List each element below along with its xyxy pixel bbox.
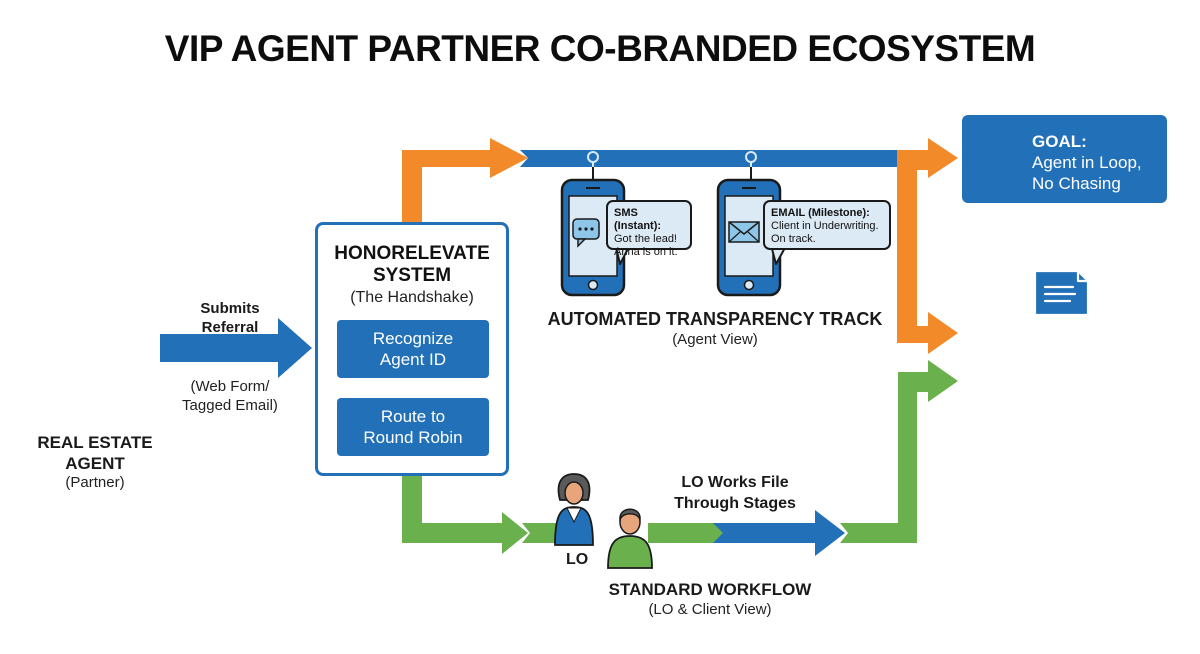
envelope-icon xyxy=(728,221,760,243)
sms-line2: Anna is on it. xyxy=(614,246,678,258)
honorelevate-system-box: HONORELEVATE SYSTEM (The Handshake) Reco… xyxy=(315,222,509,476)
partnership-text: STRENGTHENED PARTNERSHIP (Increased Refe… xyxy=(962,381,1167,465)
workflow-title: STANDARD WORKFLOW xyxy=(608,580,812,599)
partnership-sub-line2: & Loyalty) xyxy=(1031,446,1098,463)
referral-arrow xyxy=(160,318,312,378)
partnership-title-line2: PARTNERSHIP xyxy=(1000,404,1129,424)
goal-text: GOAL: Agent in Loop, No Chasing xyxy=(1032,131,1142,194)
goal-heading: GOAL: xyxy=(1032,132,1087,151)
goal-line1: Agent in Loop, xyxy=(1032,153,1142,172)
handshake-document-icon xyxy=(1012,262,1118,364)
stages-label-line2: Through Stages xyxy=(674,495,796,512)
step-line: Recognize xyxy=(372,329,454,348)
email-line1: Client in Underwriting. xyxy=(771,220,879,232)
stages-label: LO Works File Through Stages xyxy=(650,472,820,514)
sms-heading: SMS (Instant): xyxy=(614,207,662,232)
orange-arrow-to-goal xyxy=(897,138,958,354)
orange-arrow-up xyxy=(402,138,528,222)
referral-method-line2: Tagged Email) xyxy=(182,397,278,414)
stage-chevron-1 xyxy=(713,523,773,543)
system-title: HONORELEVATE SYSTEM xyxy=(318,243,506,287)
email-heading: EMAIL (Milestone): xyxy=(771,207,870,219)
green-segment-lo xyxy=(522,523,560,543)
green-arrow-down xyxy=(402,476,528,554)
email-line2: On track. xyxy=(771,233,816,245)
transparency-track-title: AUTOMATED TRANSPARENCY TRACK xyxy=(547,309,883,329)
referral-method: (Web Form/ Tagged Email) xyxy=(163,377,297,415)
goal-box: GOAL: Agent in Loop, No Chasing xyxy=(962,115,1167,203)
step-line: Route to xyxy=(380,407,446,426)
chat-bubble-icon xyxy=(572,218,600,248)
step-line: Agent ID xyxy=(379,350,447,369)
sms-line1: Got the lead! xyxy=(614,233,677,245)
lo-label: LO xyxy=(566,551,589,568)
transparency-track-bar xyxy=(520,150,900,167)
referral-method-line1: (Web Form/ xyxy=(190,378,270,395)
referral-label-line2: Referral xyxy=(201,319,259,336)
agent-subtitle: (Partner) xyxy=(65,474,125,491)
partnership-title-line1: STRENGTHENED xyxy=(989,382,1139,402)
step-line: Round Robin xyxy=(363,428,463,447)
sms-bubble: SMS (Instant): Got the lead! Anna is on … xyxy=(606,200,692,258)
green-arrow-to-partnership xyxy=(840,360,958,543)
step-route-round-robin: Route to Round Robin xyxy=(337,398,489,456)
email-bubble: EMAIL (Milestone): Client in Underwritin… xyxy=(763,200,891,250)
partnership-sub-line1: (Increased Referrals xyxy=(996,426,1133,443)
agent-title: REAL ESTATE AGENT xyxy=(20,432,170,474)
diagram-title: VIP AGENT PARTNER CO-BRANDED ECOSYSTEM xyxy=(164,28,1036,69)
phone-sms xyxy=(560,178,626,297)
client-figure xyxy=(607,508,653,569)
referral-label-line1: Submits xyxy=(200,300,260,317)
referral-label: Submits Referral xyxy=(170,299,290,337)
stages-label-line1: LO Works File xyxy=(681,474,789,491)
loan-officer-figure xyxy=(554,473,594,546)
system-title-line1: HONORELEVATE xyxy=(334,243,490,264)
stage-chevron-2 xyxy=(762,510,845,556)
green-workflow-bar xyxy=(648,523,726,543)
system-title-line2: SYSTEM xyxy=(372,265,452,286)
house-agent-icon xyxy=(55,316,130,394)
transparency-track-subtitle: (Agent View) xyxy=(672,331,758,348)
goal-line2: No Chasing xyxy=(1032,174,1121,193)
system-subtitle: (The Handshake) xyxy=(350,289,474,306)
agent-title-line2: AGENT xyxy=(65,454,125,473)
agent-title-line1: REAL ESTATE xyxy=(37,433,153,452)
workflow-subtitle: (LO & Client View) xyxy=(648,601,772,618)
